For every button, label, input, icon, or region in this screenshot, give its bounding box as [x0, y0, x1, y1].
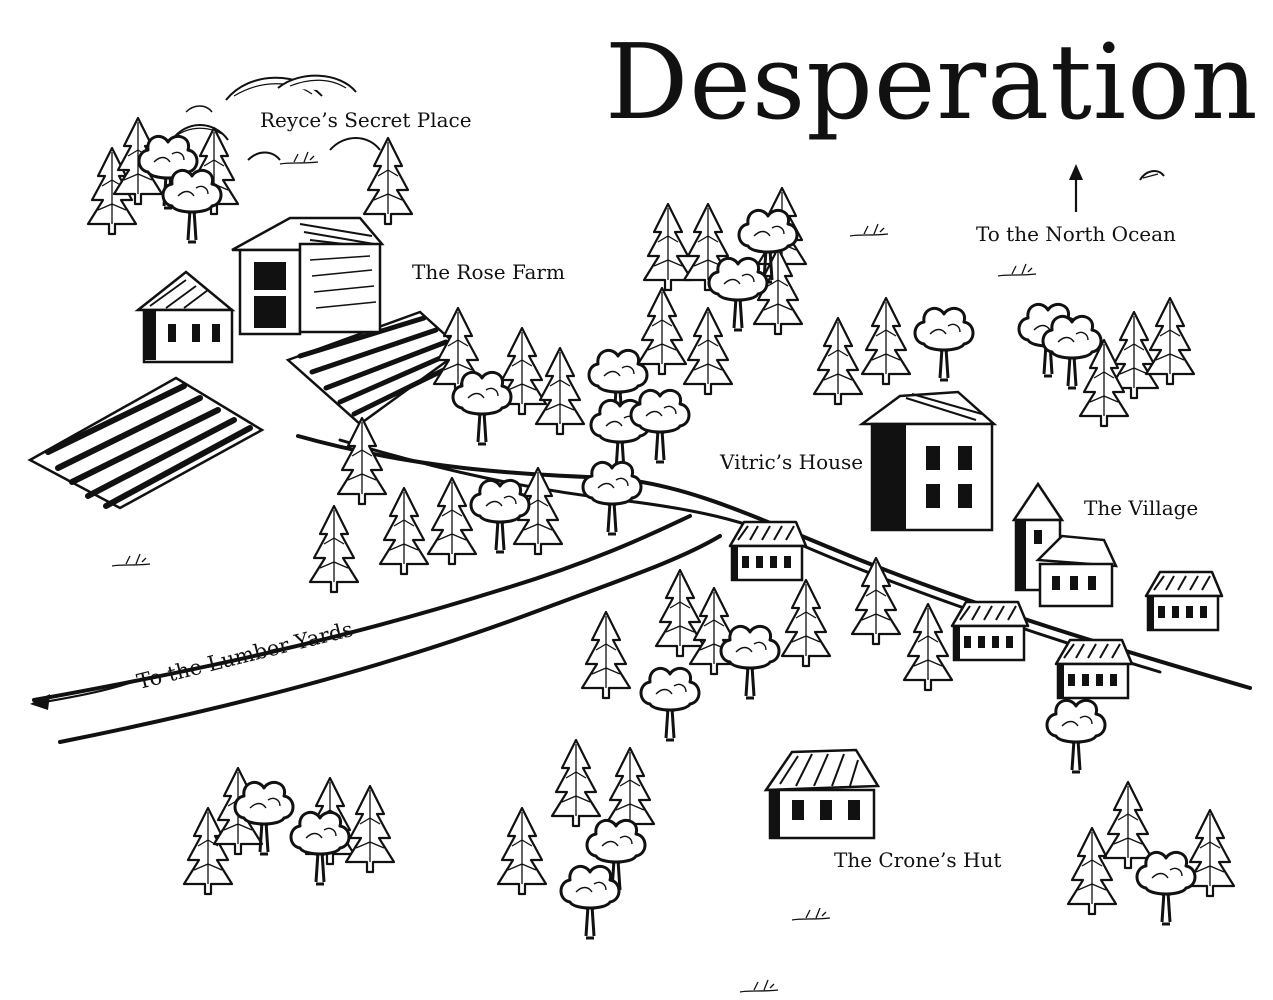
- label-north-ocean: To the North Ocean: [976, 222, 1176, 246]
- house-icon: [1054, 638, 1134, 700]
- house-icon: [728, 520, 808, 582]
- map-title: Desperation: [605, 21, 1259, 143]
- house-icon: [1011, 481, 1119, 608]
- arrow-icon: [30, 680, 133, 710]
- field-icon: [27, 310, 464, 510]
- barn-icon: [231, 216, 385, 336]
- label-crones-hut: The Crone’s Hut: [834, 848, 1002, 872]
- arrow-icon: [1069, 164, 1083, 212]
- house-icon: [858, 390, 998, 532]
- hill-icon: [1139, 170, 1165, 181]
- label-rose-farm: The Rose Farm: [412, 260, 565, 284]
- house-icon: [763, 748, 881, 840]
- label-village: The Village: [1084, 496, 1199, 520]
- label-reyces-secret-place: Reyce’s Secret Place: [260, 108, 472, 132]
- house-icon: [950, 600, 1030, 662]
- house-icon: [1144, 570, 1224, 632]
- house-icon: [134, 270, 236, 364]
- label-vitrics-house: Vitric’s House: [720, 450, 864, 474]
